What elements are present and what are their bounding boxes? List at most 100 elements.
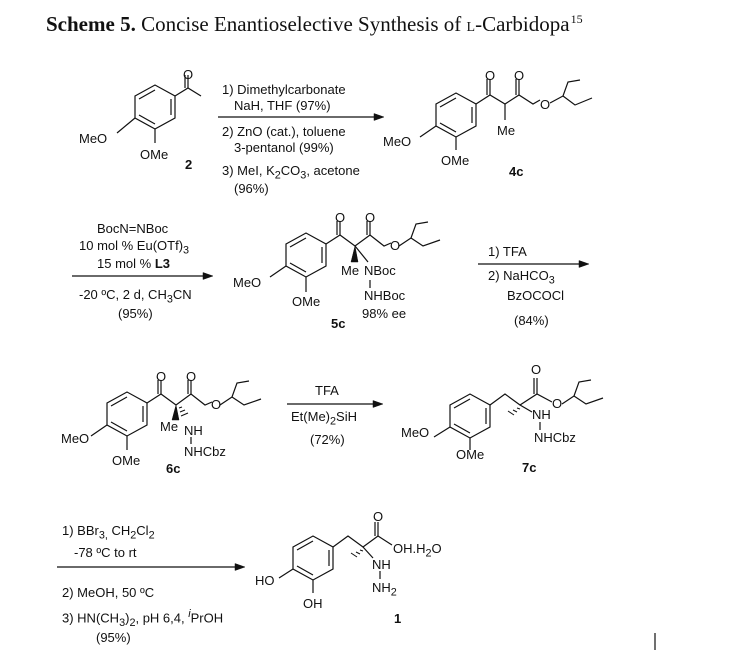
compound-7c-oxygen-1: O — [531, 362, 542, 377]
step-2-yield: (95%) — [118, 306, 153, 321]
step-5-reagent-3: 3) HN(CH3)2, pH 6,4, iPrOH — [62, 608, 224, 629]
step-3-reagent-3: BzOCOCl — [507, 288, 565, 303]
compound-5c-ring — [285, 232, 327, 278]
compound-6c-nhcbz: NHCbz — [184, 444, 226, 459]
compound-4c-bonds — [419, 79, 593, 150]
step-4-yield: (72%) — [310, 432, 345, 447]
step-5-reagent-2: 2) MeOH, 50 ºC — [62, 585, 155, 600]
compound-1-ho-bond — [278, 568, 294, 579]
compound-1-oh-h2o: OH.H2O — [393, 541, 442, 560]
compound-1-oh: OH — [303, 596, 323, 611]
compound-6c-hash-3 — [180, 412, 189, 417]
compound-6c-oxygen-2: O — [186, 369, 197, 384]
step-1-reagent-1: 1) Dimethylcarbonate — [222, 82, 346, 97]
compound-4c-ring-double-1 — [439, 97, 457, 108]
compound-4c-pentyl-2 — [562, 95, 593, 106]
compound-1-ring — [292, 535, 334, 581]
compound-7c-nh: NH — [532, 407, 551, 422]
compound-5c-ring-double-1 — [289, 237, 307, 248]
compound-6c-label: 6c — [166, 461, 181, 476]
compound-7c-oxygen-2: O — [552, 396, 563, 411]
step-1-reagent-2-line-2: 3-pentanol (99%) — [234, 140, 334, 155]
step-2-conditions: -20 ºC, 2 d, CH3CN — [79, 287, 192, 306]
step-5-reagent-1: 1) BBr3, CH2Cl2 — [62, 523, 155, 542]
compound-4c-ring — [435, 92, 477, 138]
compound-6c-pentyl — [219, 380, 250, 406]
compound-4c-label: 4c — [509, 164, 524, 179]
compound-7c-chain — [489, 393, 553, 406]
compound-4c-pentyl — [549, 79, 581, 104]
compound-5c-chain — [325, 234, 392, 247]
compound-5c-wedge — [350, 245, 359, 263]
compound-7c-pentyl — [561, 379, 592, 405]
compound-6c-bonds — [90, 380, 262, 450]
compound-1-chain — [332, 535, 393, 548]
compound-7c-hash-1 — [516, 407, 521, 410]
compound-5c-pentyl — [398, 221, 429, 247]
compound-7c-hash-3 — [507, 410, 515, 416]
step-4-reagent-1: TFA — [315, 383, 339, 398]
compound-1-bonds — [278, 522, 393, 593]
compound-7c-hash-2 — [512, 409, 518, 413]
compound-1-nh2: NH2 — [372, 580, 397, 599]
compound-2-acetyl — [174, 87, 202, 97]
step-2-reagent-2: 10 mol % Eu(OTf)3 — [79, 238, 190, 257]
title-reference: 15 — [570, 12, 583, 26]
compound-4c-methyl: Me — [497, 123, 516, 138]
compound-1-ring-double-1 — [296, 540, 314, 551]
step-1-reagent-3: 3) MeI, K2CO3, acetone — [222, 163, 360, 182]
compound-6c-hash-2 — [179, 409, 186, 413]
compound-4c-meo: MeO — [383, 134, 412, 149]
compound-5c-pentyl-2 — [410, 237, 441, 247]
step-3-yield: (84%) — [514, 313, 549, 328]
step-2-reagent-1: BocN=NBoc — [97, 221, 169, 236]
title-smallcap-l: L — [466, 20, 476, 35]
scheme-title: Scheme 5. Concise Enantioselective Synth… — [46, 12, 583, 37]
step-5-reagent-1-line-2: -78 ºC to rt — [74, 545, 137, 560]
compound-6c-hash-1 — [178, 406, 183, 409]
compound-2-bonds — [116, 75, 202, 143]
compound-7c-meo: MeO — [401, 425, 430, 440]
compound-5c-methyl: Me — [341, 263, 360, 278]
compound-1-hash-3 — [350, 552, 358, 558]
compound-6c-ring-double-3 — [110, 421, 128, 432]
compound-7c-nhcbz: NHCbz — [534, 430, 576, 445]
compound-4c-oxygen-1: O — [485, 68, 496, 83]
compound-1-hash-2 — [355, 551, 361, 555]
arrow-step-1-head — [373, 113, 385, 121]
compound-5c-ee: 98% ee — [362, 306, 407, 321]
compound-5c-meo-bond — [269, 265, 287, 278]
compound-1-label: 1 — [394, 611, 402, 626]
compound-2-ome: OMe — [140, 147, 169, 162]
compound-6c-meo: MeO — [61, 431, 90, 446]
compound-7c-ring-double-3 — [453, 423, 471, 434]
step-1-yield: (96%) — [234, 181, 269, 196]
compound-5c-meo: MeO — [233, 275, 262, 290]
compound-5c-label: 5c — [331, 316, 346, 331]
arrow-step-3-head — [578, 260, 590, 268]
compound-6c-meo-bond — [90, 424, 108, 437]
compound-7c-ring — [449, 393, 491, 439]
compound-7c-bonds — [433, 378, 604, 450]
compound-2-ring — [134, 84, 176, 130]
compound-4c-meo-bond — [419, 125, 437, 138]
step-5-yield: (95%) — [96, 630, 131, 645]
compound-7c-ring-double-1 — [453, 398, 471, 409]
compound-1-hash-1 — [359, 549, 364, 552]
compound-1-nh: NH — [372, 557, 391, 572]
title-text-after: -Carbidopa — [475, 12, 570, 36]
step-2-reagent-3: 15 mol % L3 — [97, 256, 170, 271]
step-4-reagent-2: Et(Me)2SiH — [291, 409, 357, 428]
compound-4c-chain — [475, 94, 541, 105]
compound-7c-meo-bond — [433, 426, 451, 438]
compound-2-ring-double-3 — [138, 114, 156, 125]
scheme-number: Scheme 5. — [46, 12, 136, 36]
compound-2-label: 2 — [185, 157, 193, 172]
compound-6c-wedge — [171, 404, 180, 421]
compound-6c-ome: OMe — [112, 453, 141, 468]
compound-4c-ome: OMe — [441, 153, 470, 168]
compound-1-ring-double-3 — [296, 565, 314, 576]
compound-7c-ome: OMe — [456, 447, 485, 462]
